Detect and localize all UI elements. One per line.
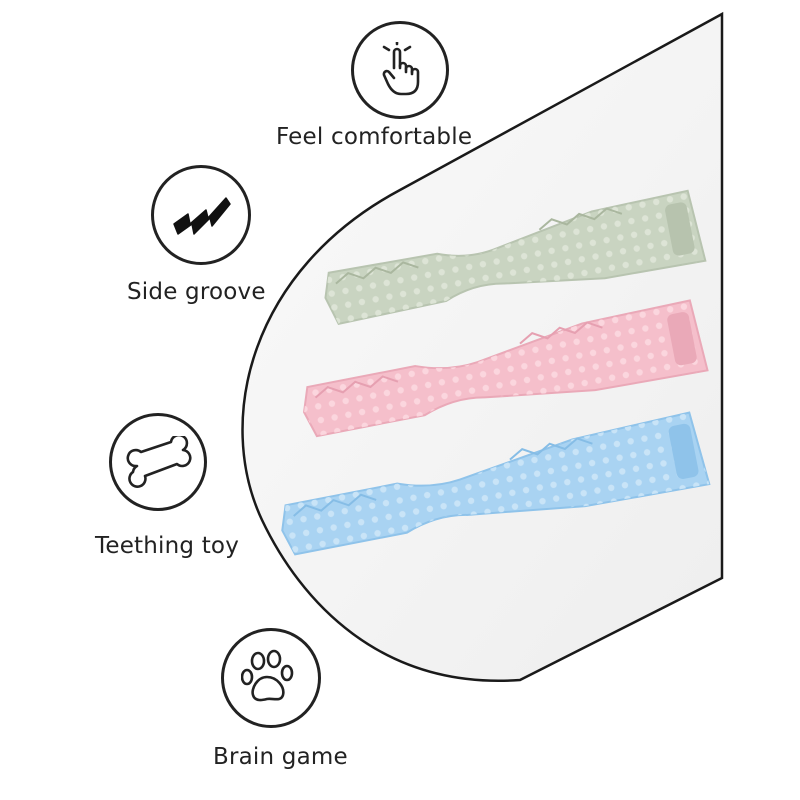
bone-icon bbox=[109, 413, 207, 511]
feature-label-brain-game: Brain game bbox=[213, 744, 348, 770]
feature-label-feel-comfortable: Feel comfortable bbox=[276, 124, 473, 150]
paw-print-icon bbox=[221, 628, 321, 728]
pointing-hand-icon bbox=[351, 21, 449, 119]
feature-label-side-groove: Side groove bbox=[127, 279, 266, 305]
toy-blue bbox=[281, 411, 711, 556]
feature-label-teething-toy: Teething toy bbox=[95, 533, 240, 559]
toy-pink bbox=[303, 299, 709, 438]
toy-green bbox=[324, 189, 707, 325]
zigzag-groove-icon bbox=[151, 165, 251, 265]
